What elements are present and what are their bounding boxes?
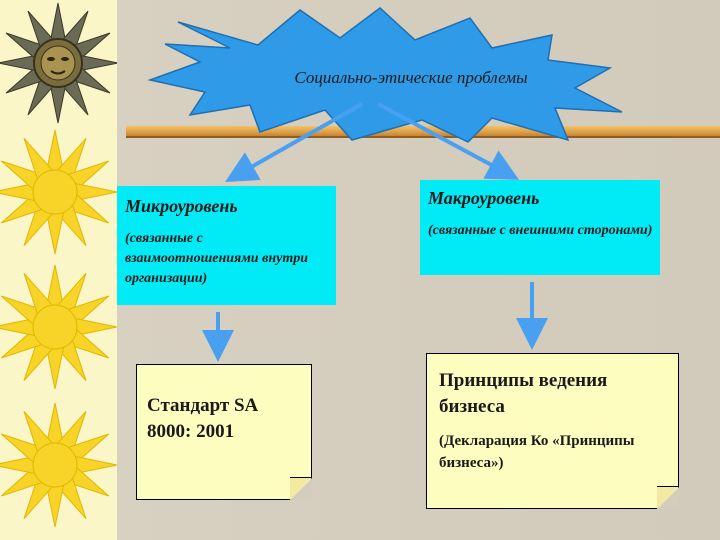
principles-description: (Декларация Ко «Принципы бизнеса») — [439, 433, 635, 471]
sun-icon — [0, 129, 117, 255]
arrow-to-macro — [377, 102, 520, 180]
macro-level-description: (связанные с внешними сторонами) — [428, 223, 653, 238]
macro-level-heading: Макроуровень — [428, 188, 540, 208]
decorative-sidebar — [0, 0, 117, 540]
macro-level-box: Макроуровень (связанные с внешними сторо… — [420, 180, 660, 275]
principles-heading: Принципы ведения бизнеса — [439, 370, 608, 417]
sun-icon — [0, 264, 117, 390]
decorative-rule — [126, 126, 720, 136]
sun-icon — [0, 402, 117, 528]
standard-text: Стандарт SA 8000: 2001 — [147, 395, 258, 442]
sun-face-icon — [0, 2, 117, 124]
principles-note: Принципы ведения бизнеса (Декларация Ко … — [426, 353, 679, 509]
arrow-to-micro — [225, 102, 363, 182]
micro-level-description: (связанные с взаимоотношениями внутри ор… — [125, 231, 309, 286]
micro-level-box: Микроуровень (связанные с взаимоотношени… — [117, 186, 336, 305]
diagram-title: Социально-этические проблемы — [294, 68, 528, 87]
standard-note: Стандарт SA 8000: 2001 — [136, 364, 312, 500]
title-star-shape — [147, 7, 623, 143]
micro-level-heading: Микроуровень — [125, 196, 238, 216]
